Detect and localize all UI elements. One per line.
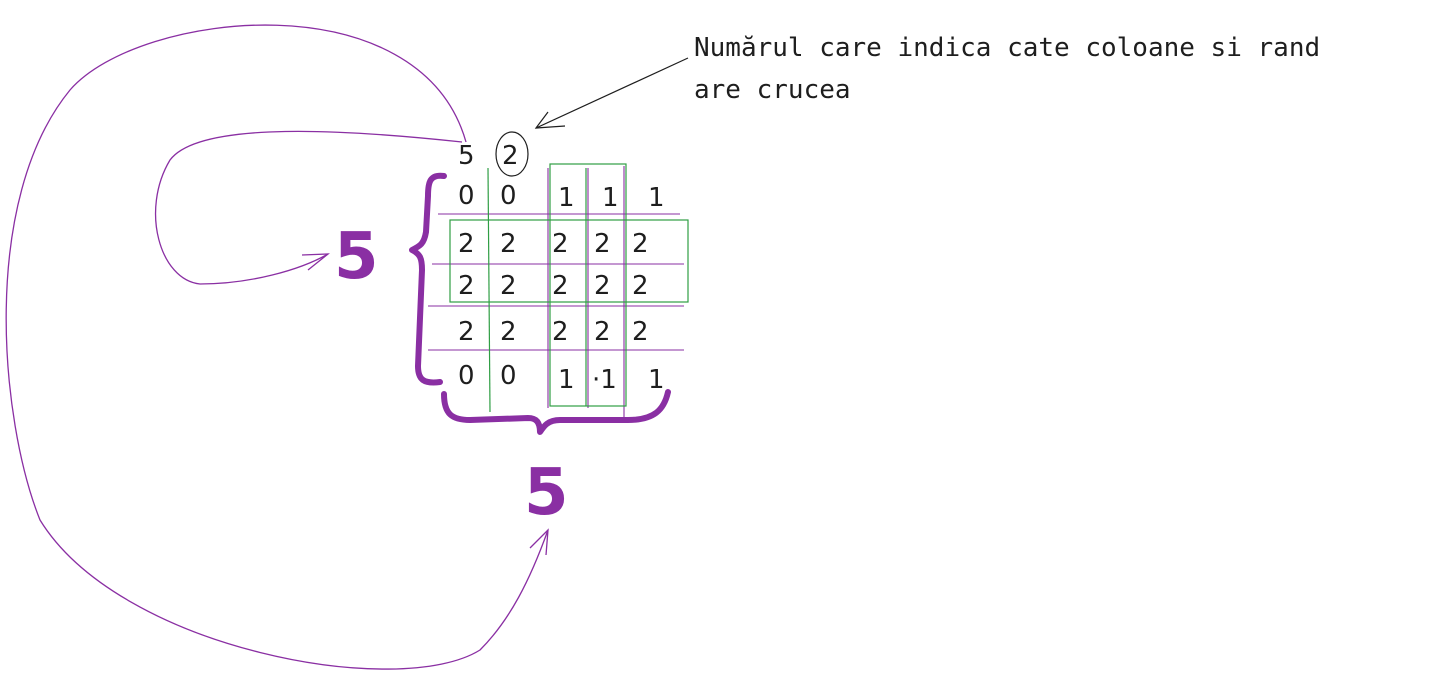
- rows-count-label: 5: [334, 220, 379, 294]
- cell-3-4: 2: [632, 317, 649, 347]
- annotation-arrowhead: [534, 111, 566, 129]
- cell-4-2: 1: [558, 365, 575, 395]
- annotation-line-2: are crucea: [694, 75, 851, 105]
- cell-1-3: 2: [594, 229, 611, 259]
- cell-2-4: 2: [632, 271, 649, 301]
- annotation-line-1: Numărul care indica cate coloane si rand: [694, 33, 1320, 63]
- cell-2-2: 2: [552, 271, 569, 301]
- cell-0-0: 0: [458, 181, 475, 211]
- cell-2-0: 2: [458, 271, 475, 301]
- left-brace: [409, 172, 447, 386]
- bottom-brace: [441, 389, 671, 435]
- cell-3-0: 2: [458, 317, 475, 347]
- cell-2-3: 2: [594, 271, 611, 301]
- inner-arrowhead: [301, 253, 330, 271]
- cell-0-4: 1: [648, 183, 665, 213]
- outer-arrowhead: [529, 528, 549, 556]
- annotation-arrow: [535, 57, 689, 129]
- inner-arrow: [154, 130, 463, 285]
- outer-arrow: [5, 24, 549, 670]
- cell-3-3: 2: [594, 317, 611, 347]
- matrix: 0 0 1 1 1 2 2 2 2 2 2 2 2 2 2 2 2 2 2 2 …: [458, 181, 665, 395]
- cross-boxes: [449, 163, 689, 413]
- header-k: 2: [502, 141, 519, 171]
- cell-4-4: 1: [648, 365, 665, 395]
- cell-1-2: 2: [552, 229, 569, 259]
- cols-count-label: 5: [524, 456, 569, 530]
- cell-4-1: 0: [500, 361, 517, 391]
- cell-3-2: 2: [552, 317, 569, 347]
- cell-2-1: 2: [500, 271, 517, 301]
- cell-4-0: 0: [458, 361, 475, 391]
- cell-1-4: 2: [632, 229, 649, 259]
- header-n: 5: [458, 141, 475, 171]
- cell-3-1: 2: [500, 317, 517, 347]
- grid-lines: [428, 166, 684, 418]
- cell-0-1: 0: [500, 181, 517, 211]
- cell-0-2: 1: [558, 183, 575, 213]
- cell-1-1: 2: [500, 229, 517, 259]
- cell-0-3: 1: [602, 183, 619, 213]
- cell-1-0: 2: [458, 229, 475, 259]
- k-circle: [495, 131, 529, 177]
- cell-4-3: ·1: [592, 365, 617, 395]
